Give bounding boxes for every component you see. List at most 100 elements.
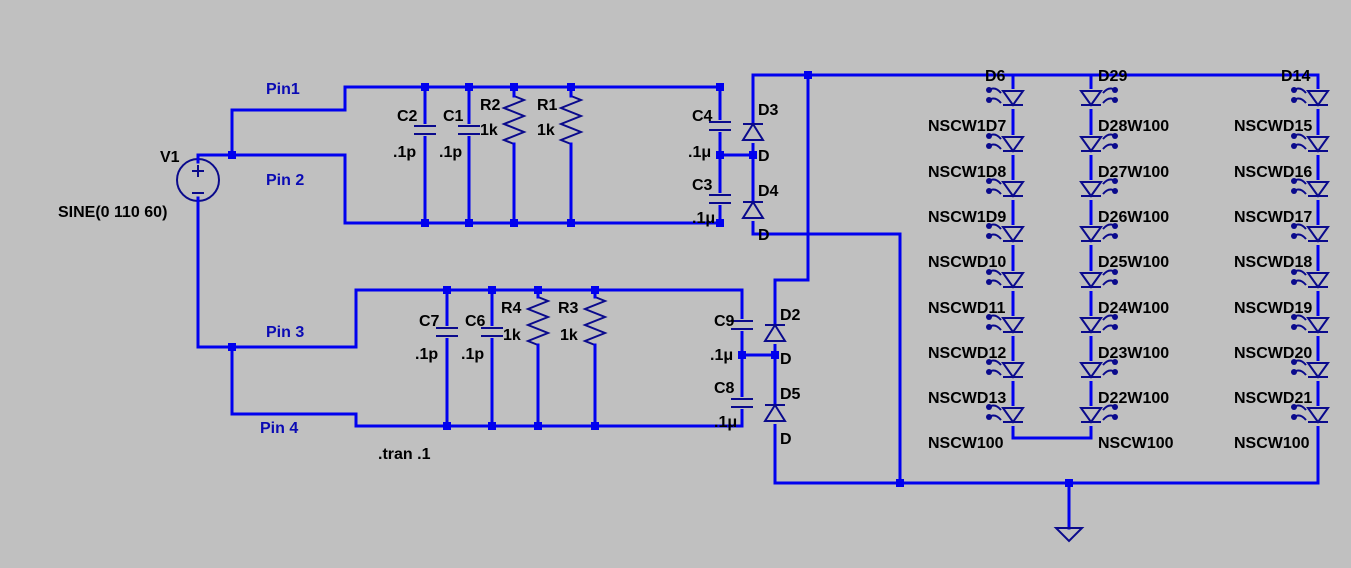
led-label: NSCW100 (928, 435, 1004, 452)
diode-model: D (758, 148, 770, 165)
led-label: NSCWD16 (1234, 164, 1312, 181)
led-label: NSCWD13 (928, 390, 1006, 407)
led[interactable]: NSCWD12 (928, 314, 1025, 362)
led-array: D6NSCW1D7NSCW1D8NSCW1D9NSCWD10NSCWD11NSC… (928, 68, 1330, 452)
resistor-name: R2 (480, 97, 501, 114)
led-label: NSCW1D9 (928, 209, 1006, 226)
led-label: NSCW100 (1234, 435, 1310, 452)
resistor-name: R3 (558, 300, 579, 317)
capacitor-name: C1 (443, 108, 464, 125)
capacitor-c3[interactable]: C3 .1μ (692, 177, 731, 227)
led-label: D23W100 (1098, 345, 1169, 362)
led[interactable]: NSCWD19 (1234, 269, 1330, 317)
led-label: D28W100 (1098, 118, 1169, 135)
resistor-r1[interactable]: R1 1k (537, 85, 584, 155)
capacitor-value: .1μ (714, 414, 737, 431)
led-label: NSCW1D7 (928, 118, 1006, 135)
led-label: D24W100 (1098, 300, 1169, 317)
capacitor-value: .1p (461, 346, 484, 363)
led-column-1: D6NSCW1D7NSCW1D8NSCW1D9NSCWD10NSCWD11NSC… (928, 68, 1025, 452)
led[interactable]: D24W100 (1079, 269, 1169, 317)
led[interactable]: NSCW100 (928, 404, 1025, 452)
led-column-3: D14NSCWD15NSCWD16NSCWD17NSCWD18NSCWD19NS… (1234, 68, 1330, 452)
diode-d5[interactable]: D5 D (763, 386, 801, 448)
resistor-value: 1k (503, 327, 521, 344)
led-label: NSCWD19 (1234, 300, 1312, 317)
capacitor-name: C6 (465, 313, 486, 330)
diode-name: D3 (758, 102, 779, 119)
led[interactable]: NSCW100 (1234, 404, 1330, 452)
capacitor-name: C7 (419, 313, 440, 330)
diode-name: D5 (780, 386, 801, 403)
capacitor-c6[interactable]: C6 .1p (461, 313, 503, 363)
capacitor-value: .1p (415, 346, 438, 363)
capacitor-name: C3 (692, 177, 713, 194)
led-label: NSCWD11 (928, 300, 1005, 317)
led[interactable]: NSCWD16 (1234, 133, 1330, 181)
source-name: V1 (160, 149, 180, 166)
led-label: D22W100 (1098, 390, 1169, 407)
diode-d3[interactable]: D3 D (741, 102, 779, 165)
capacitor-name: C4 (692, 108, 713, 125)
diode-model: D (758, 227, 770, 244)
capacitor-c9[interactable]: C9 .1μ (710, 313, 753, 364)
diode-d2[interactable]: D2 D (763, 307, 801, 368)
capacitor-value: .1p (393, 144, 416, 161)
led-column-2: D29D28W100D27W100D26W100D25W100D24W100D2… (1079, 68, 1174, 452)
resistor-name: R1 (537, 97, 558, 114)
led[interactable]: NSCWD10 (928, 223, 1025, 271)
capacitor-value: .1μ (692, 210, 715, 227)
capacitor-c7[interactable]: C7 .1p (415, 313, 458, 363)
led[interactable]: NSCWD18 (1234, 223, 1330, 271)
capacitor-c1[interactable]: C1 .1p (439, 108, 480, 161)
resistor-r4[interactable]: R4 1k (501, 288, 551, 356)
led[interactable]: D26W100 (1079, 178, 1169, 226)
led-label: NSCWD18 (1234, 254, 1312, 271)
resistor-r2[interactable]: R2 1k (480, 85, 527, 155)
capacitor-c8[interactable]: C8 .1μ (714, 380, 753, 431)
led[interactable]: D28W100 (1079, 87, 1169, 135)
ground-symbol (1053, 527, 1085, 543)
led-label: NSCWD20 (1234, 345, 1312, 362)
led[interactable]: NSCWD11 (928, 269, 1025, 317)
diode-name: D4 (758, 183, 779, 200)
resistor-value: 1k (537, 122, 555, 139)
capacitor-c4[interactable]: C4 .1μ (688, 108, 731, 161)
source-value: SINE(0 110 60) (58, 204, 167, 221)
led-top-label: D29 (1098, 68, 1127, 85)
capacitor-name: C2 (397, 108, 418, 125)
net-label-pin3: Pin 3 (266, 324, 304, 341)
led[interactable]: NSCWD21 (1234, 359, 1330, 407)
led[interactable]: NSCWD17 (1234, 178, 1330, 226)
net-label-pin4: Pin 4 (260, 420, 298, 437)
led-label: NSCWD21 (1234, 390, 1312, 407)
led[interactable]: NSCW1D8 (928, 133, 1025, 181)
led[interactable]: NSCWD15 (1234, 87, 1330, 135)
led-label: NSCW1D8 (928, 164, 1006, 181)
diode-d4[interactable]: D4 D (741, 183, 779, 244)
led-label: NSCWD17 (1234, 209, 1312, 226)
diode-model: D (780, 431, 792, 448)
diode-model: D (780, 351, 792, 368)
led-label: D26W100 (1098, 209, 1169, 226)
led-label: NSCWD15 (1234, 118, 1312, 135)
led[interactable]: NSCW1D7 (928, 87, 1025, 135)
led[interactable]: D27W100 (1079, 133, 1169, 181)
led-label: D25W100 (1098, 254, 1169, 271)
led-top-label: D14 (1281, 68, 1310, 85)
led[interactable]: D22W100 (1079, 359, 1169, 407)
voltage-source-v1[interactable]: V1 SINE(0 110 60) (58, 149, 220, 221)
led[interactable]: NSCW1D9 (928, 178, 1025, 226)
diode-name: D2 (780, 307, 801, 324)
led[interactable]: D25W100 (1079, 223, 1169, 271)
led-top-label: D6 (985, 68, 1006, 85)
led[interactable]: D23W100 (1079, 314, 1169, 362)
led[interactable]: NSCW100 (1079, 404, 1174, 452)
led[interactable]: NSCWD13 (928, 359, 1025, 407)
led[interactable]: NSCWD20 (1234, 314, 1330, 362)
resistor-value: 1k (480, 122, 498, 139)
capacitor-c2[interactable]: C2 .1p (393, 108, 436, 161)
resistor-r3[interactable]: R3 1k (558, 288, 608, 356)
spice-directive[interactable]: .tran .1 (378, 446, 431, 463)
